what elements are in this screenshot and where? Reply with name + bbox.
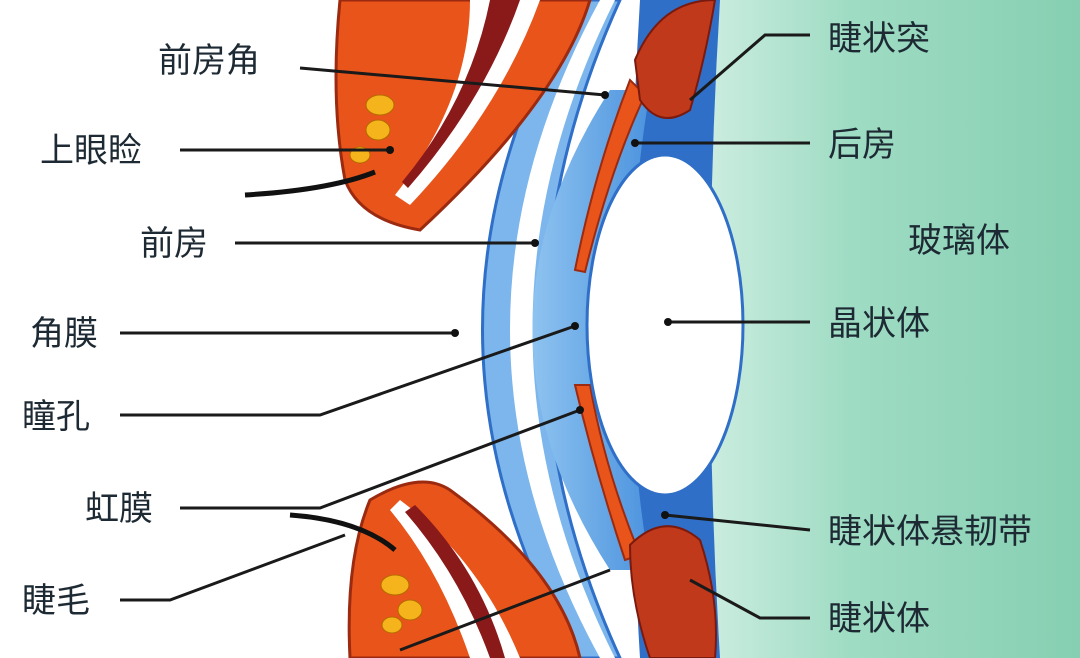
lens-shape — [585, 153, 745, 497]
ciliary-process-lower — [628, 525, 717, 658]
label-zonule: 睫状体悬韧带 — [828, 512, 1032, 552]
vitreous-body-region — [695, 0, 1080, 658]
label-posterior-chamber: 后房 — [828, 125, 896, 165]
leader-lines — [120, 33, 811, 652]
label-upper-eyelid: 上眼睑 — [40, 131, 142, 171]
upper-eyelid-muscle — [402, 0, 520, 188]
label-vitreous-body: 玻璃体 — [908, 221, 1010, 261]
label-pupil: 瞳孔 — [22, 397, 90, 437]
label-ciliary-body: 睫状体 — [828, 599, 930, 639]
iris-upper — [573, 78, 647, 274]
label-iris: 虹膜 — [85, 489, 153, 529]
upper-eyelid-glands — [349, 94, 395, 164]
eyelash-upper — [244, 169, 376, 198]
label-ciliary-process: 睫状突 — [828, 19, 930, 59]
cornea-inner-layer — [510, 0, 615, 658]
ciliary-process-upper — [633, 0, 717, 119]
label-lens: 晶状体 — [828, 304, 930, 344]
label-cornea: 角膜 — [30, 314, 98, 354]
label-eyelashes: 睫毛 — [22, 581, 90, 621]
label-anterior-chamber-angle: 前房角 — [158, 41, 260, 81]
lower-eyelid-glands — [380, 574, 423, 634]
eyelash-lower — [289, 512, 397, 552]
label-anterior-chamber: 前房 — [140, 224, 208, 264]
